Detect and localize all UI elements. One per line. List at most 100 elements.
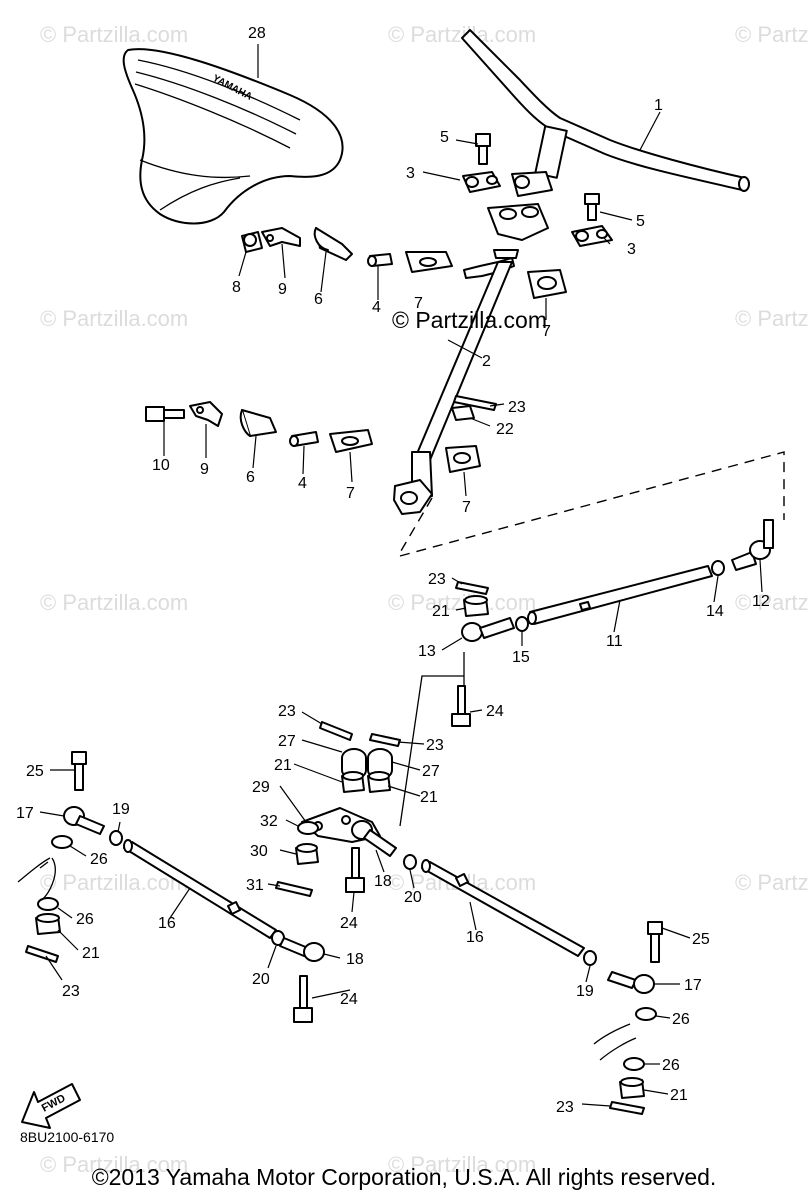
assembly-guide-line	[399, 451, 785, 557]
bolt-10	[145, 406, 185, 422]
callout-9: 9	[200, 461, 209, 478]
rod-end-17-left	[63, 806, 105, 835]
callout-26: 26	[76, 911, 94, 928]
forward-arrow: FWD	[21, 1083, 81, 1129]
tie-rod-right	[421, 859, 585, 957]
callout-7: 7	[414, 295, 423, 312]
bushing-bracket-6-upper	[313, 227, 353, 261]
callout-17: 17	[16, 805, 34, 822]
copyright-notice: ©2013 Yamaha Motor Corporation, U.S.A. A…	[91, 1164, 717, 1190]
callout-7: 7	[542, 323, 551, 340]
callout-13: 13	[418, 643, 436, 660]
callout-19: 19	[576, 983, 594, 1000]
bolt-24-upper	[451, 685, 471, 727]
nut-19-right	[583, 950, 597, 966]
cotter-pin-23-left	[319, 721, 353, 741]
tie-rod-left	[123, 839, 277, 939]
callout-19: 19	[112, 801, 130, 818]
watermark: © Partzilla.com	[388, 22, 536, 47]
rod-end-18-center	[351, 820, 397, 857]
rod-end-18-left	[279, 937, 325, 962]
steering-column	[393, 203, 549, 515]
callout-23: 23	[556, 1099, 574, 1116]
bolt-25-left	[71, 751, 87, 791]
nut-20-center	[403, 854, 417, 870]
callout-30: 30	[250, 843, 268, 860]
callout-5: 5	[440, 129, 449, 146]
leader-lines	[39, 44, 763, 1107]
callout-6: 6	[246, 469, 255, 486]
callout-7: 7	[346, 485, 355, 502]
callout-25: 25	[692, 931, 710, 948]
callout-16: 16	[158, 915, 176, 932]
callout-6: 6	[314, 291, 323, 308]
callout-2: 2	[482, 353, 491, 370]
cotter-pin-23-upper	[455, 581, 489, 595]
callout-18: 18	[346, 951, 364, 968]
nut-22	[451, 405, 475, 421]
cotter-pin-23-right-lower	[609, 1101, 645, 1115]
callout-1: 1	[654, 97, 663, 114]
watermark: © Partzilla.com	[388, 1152, 536, 1177]
nut-21-right	[619, 1077, 645, 1099]
callout-22: 22	[496, 421, 514, 438]
washer-26-left-lower	[37, 897, 59, 911]
watermark: © Partzilla.com	[735, 306, 808, 331]
bushing-bracket-6-lower	[239, 409, 277, 437]
watermark: © Partzilla.com	[388, 590, 536, 615]
nut-21-left	[35, 913, 61, 935]
knuckle-outline	[593, 1023, 637, 1061]
nut-15	[515, 616, 529, 632]
rod-end-12	[731, 519, 774, 571]
callout-20: 20	[252, 971, 270, 988]
callout-24: 24	[340, 991, 358, 1008]
bushing-7-column	[445, 445, 481, 473]
washer-26-right-upper	[635, 1007, 657, 1021]
tie-rod-main	[527, 565, 713, 625]
nut-21-center-right	[367, 771, 391, 793]
collar-4-upper	[367, 253, 393, 267]
lock-washer-9-lower	[189, 401, 223, 427]
callout-12: 12	[752, 593, 770, 610]
nut-14	[711, 560, 725, 576]
callout-24: 24	[340, 915, 358, 932]
handlebar-clamp-right	[571, 225, 613, 247]
nut-19-left	[109, 830, 123, 846]
callout-5: 5	[636, 213, 645, 230]
washer-32	[297, 821, 319, 835]
assembly-guide-line	[399, 675, 464, 827]
callout-14: 14	[706, 603, 724, 620]
cotter-pin-31	[275, 881, 313, 897]
rod-end-17-right	[607, 971, 655, 994]
callout-25: 25	[26, 763, 44, 780]
callout-10: 10	[152, 457, 170, 474]
assembly-guide-line	[397, 497, 433, 557]
watermark: © Partzilla.com	[40, 22, 188, 47]
bushing-7-right	[527, 269, 567, 299]
watermark: © Partzilla.com	[40, 1152, 188, 1177]
collar-4-lower	[289, 431, 319, 447]
cotter-pin-23-right	[369, 733, 401, 747]
bushing-7-lower	[329, 429, 373, 453]
collar-8	[241, 231, 263, 253]
callout-21: 21	[420, 789, 438, 806]
callout-20: 20	[404, 889, 422, 906]
callout-26: 26	[90, 851, 108, 868]
callout-23: 23	[508, 399, 526, 416]
callout-21: 21	[274, 757, 292, 774]
watermark: © Partzilla.com	[735, 590, 808, 615]
watermark: © Partzilla.com	[735, 22, 808, 47]
washer-26-left-upper	[51, 835, 73, 849]
callout-17: 17	[684, 977, 702, 994]
callout-3: 3	[627, 241, 636, 258]
callout-23: 23	[278, 703, 296, 720]
nut-21-upper	[463, 595, 489, 617]
bolt-24-left	[293, 975, 313, 1023]
bushing-7-upper	[405, 251, 453, 273]
diagram-code: 8BU2100-6170	[20, 1129, 114, 1145]
callout-9: 9	[278, 281, 287, 298]
callout-4: 4	[298, 475, 307, 492]
watermark: © Partzilla.com	[40, 590, 188, 615]
rod-end-13	[461, 617, 515, 642]
